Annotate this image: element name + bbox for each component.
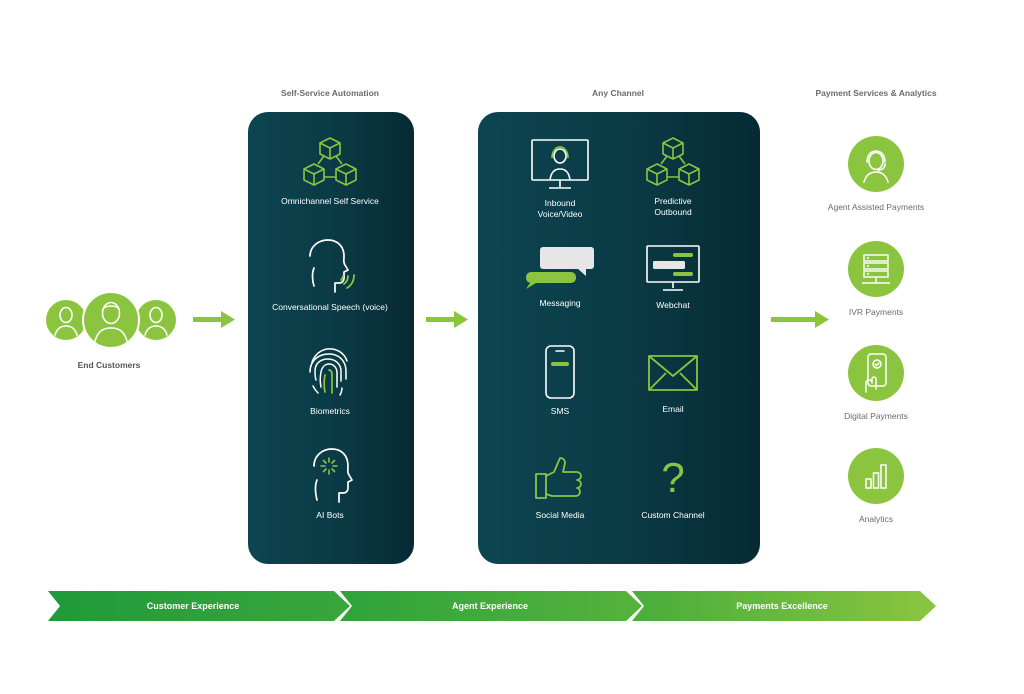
server-rack-icon bbox=[862, 254, 890, 284]
channel-label: SMS bbox=[550, 406, 570, 416]
payment-item: Digital Payments bbox=[806, 345, 946, 421]
arrow-right-icon bbox=[771, 311, 829, 328]
self-service-item: Conversational Speech (voice) bbox=[260, 238, 400, 313]
payment-label: Agent Assisted Payments bbox=[827, 202, 925, 212]
payment-icon-circle bbox=[848, 136, 904, 192]
video-agent-icon bbox=[531, 139, 589, 189]
channel-item: Predictive Outbound bbox=[603, 134, 743, 217]
self-service-item: AI Bots bbox=[260, 446, 400, 521]
channel-item: Social Media bbox=[490, 452, 630, 521]
banner-label-payments-excellence: Payments Excellence bbox=[736, 601, 828, 611]
end-customers-label: End Customers bbox=[77, 360, 141, 370]
arrow-right-icon bbox=[193, 311, 235, 328]
end-customers-group bbox=[44, 291, 178, 349]
monitor-chat-icon bbox=[646, 245, 700, 291]
svg-text:?: ? bbox=[661, 454, 684, 501]
banner-segment bbox=[632, 591, 936, 621]
payment-label: IVR Payments bbox=[848, 307, 904, 317]
channel-item: Webchat bbox=[603, 244, 743, 311]
agent-headset-icon bbox=[863, 150, 889, 183]
channel-label: Predictive Outbound bbox=[654, 196, 692, 217]
banner-segment bbox=[48, 591, 350, 621]
self-service-label: Conversational Speech (voice) bbox=[272, 302, 388, 312]
people-icon bbox=[46, 291, 176, 349]
channel-label: Messaging bbox=[539, 298, 581, 308]
channel-label: Inbound Voice/Video bbox=[537, 198, 583, 219]
self-service-item: Omnichannel Self Service bbox=[260, 134, 400, 207]
speaking-head-icon bbox=[309, 239, 355, 293]
channel-label: Custom Channel bbox=[641, 510, 705, 520]
channel-item: SMS bbox=[490, 344, 630, 417]
heading-any-channel: Any Channel bbox=[592, 88, 644, 98]
question-mark-icon: ? bbox=[661, 454, 684, 501]
self-service-label: AI Bots bbox=[316, 510, 344, 520]
ai-head-icon bbox=[313, 448, 353, 503]
banner-segment bbox=[340, 591, 642, 621]
envelope-icon bbox=[648, 355, 698, 391]
payment-item: IVR Payments bbox=[806, 241, 946, 317]
self-service-item: Biometrics bbox=[260, 342, 400, 417]
channel-label: Social Media bbox=[535, 510, 585, 520]
self-service-panel bbox=[248, 112, 414, 564]
payment-icon-circle bbox=[848, 448, 904, 504]
cubes-icon bbox=[303, 137, 357, 186]
channel-label: Email bbox=[662, 404, 684, 414]
banner-label-customer-experience: Customer Experience bbox=[146, 601, 240, 611]
channel-label: Webchat bbox=[656, 300, 690, 310]
bar-chart-icon bbox=[865, 464, 887, 489]
channel-item: Email bbox=[603, 350, 743, 415]
payment-icon-circle bbox=[848, 345, 904, 401]
payment-icon-circle bbox=[848, 241, 904, 297]
fingerprint-icon bbox=[309, 348, 348, 396]
phone-tap-icon bbox=[865, 353, 887, 393]
experience-banner bbox=[48, 591, 936, 621]
payment-label: Analytics bbox=[858, 514, 893, 524]
self-service-label: Biometrics bbox=[310, 406, 350, 416]
arrow-right-icon bbox=[426, 311, 468, 328]
cubes-icon bbox=[646, 137, 700, 186]
channel-item: Inbound Voice/Video bbox=[490, 136, 630, 219]
chat-bubbles-icon bbox=[526, 247, 594, 289]
self-service-label: Omnichannel Self Service bbox=[281, 196, 379, 206]
smartphone-icon bbox=[545, 345, 575, 399]
channel-item: ? Custom Channel bbox=[603, 452, 743, 521]
payment-label: Digital Payments bbox=[844, 411, 908, 421]
payment-item: Agent Assisted Payments bbox=[806, 136, 946, 212]
heading-self-service: Self-Service Automation bbox=[281, 88, 379, 98]
channel-item: Messaging bbox=[490, 244, 630, 309]
any-channel-panel bbox=[478, 112, 760, 564]
heading-payment-services: Payment Services & Analytics bbox=[815, 88, 937, 98]
thumbs-up-icon bbox=[535, 457, 582, 499]
payment-item: Analytics bbox=[806, 448, 946, 524]
banner-label-agent-experience: Agent Experience bbox=[451, 601, 529, 611]
